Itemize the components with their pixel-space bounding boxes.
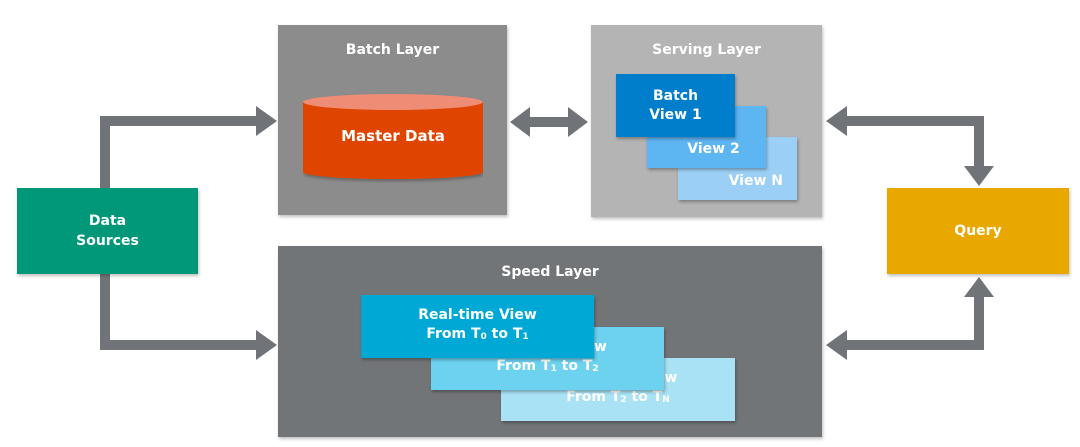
serving-view-n-label: View N xyxy=(728,173,783,189)
batch-view-1-line2: View 1 xyxy=(649,106,702,123)
batch-layer-title: Batch Layer xyxy=(345,42,440,58)
master-data-label: Master Data xyxy=(341,127,445,145)
arrow-batch-serving xyxy=(510,107,588,137)
realtime-view-1-line2: From T0 to T1 xyxy=(426,326,529,342)
arrow-sources-to-speed xyxy=(100,274,277,360)
serving-view-2-label: View 2 xyxy=(687,140,740,157)
serving-layer-title: Serving Layer xyxy=(652,42,761,58)
batch-layer: Batch Layer Master Data xyxy=(278,25,507,215)
realtime-view-1: Real-time View From T0 to T1 xyxy=(361,295,594,358)
serving-layer: Serving Layer View N View 2 Batch View 1 xyxy=(591,25,822,217)
batch-view-1-line1: Batch xyxy=(652,87,699,104)
arrow-speed-query xyxy=(826,277,994,360)
query-label: Query xyxy=(954,223,1002,239)
realtime-view-3-line2: From T2 to TN xyxy=(566,389,670,405)
data-sources-node: Data Sources xyxy=(17,188,198,274)
arrow-serving-query xyxy=(826,106,994,186)
query-node: Query xyxy=(887,188,1069,274)
speed-layer-title: Speed Layer xyxy=(501,264,599,280)
arrow-sources-to-batch xyxy=(100,106,277,188)
serving-batch-view-1: Batch View 1 xyxy=(616,74,735,137)
realtime-view-1-line1: Real-time View xyxy=(418,307,537,323)
speed-layer: Speed Layer Real-time View From T2 to TN… xyxy=(278,246,822,437)
master-data-cylinder: Master Data xyxy=(303,93,483,181)
cylinder-icon xyxy=(303,94,483,179)
realtime-view-2-line2: From T1 to T2 xyxy=(496,358,599,374)
data-sources-label-line2: Sources xyxy=(76,233,139,249)
data-sources-label-line1: Data xyxy=(88,213,127,229)
